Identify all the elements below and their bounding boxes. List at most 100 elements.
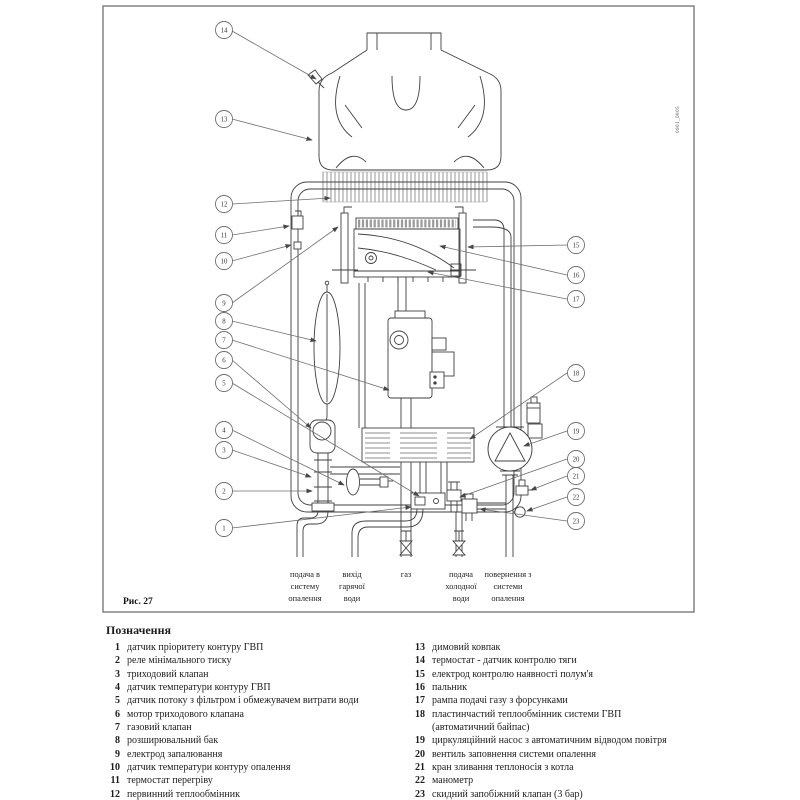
figure-frame xyxy=(102,5,695,613)
pipe-label-gas: газ xyxy=(401,570,412,579)
overheat-thermostat xyxy=(291,215,304,230)
boiler-linework xyxy=(290,32,543,557)
three-way-valve-motor xyxy=(309,419,336,454)
manometer xyxy=(514,506,526,518)
svg-text:газ: газ xyxy=(401,570,412,579)
pipe-label-heating-return: повернення з системи опалення xyxy=(485,570,533,603)
callout-12: 12 xyxy=(215,195,233,213)
callout-21: 21 xyxy=(567,467,585,485)
burner-assembly xyxy=(332,206,476,284)
cold-water-shutoff-valve xyxy=(452,530,466,556)
svg-text:7: 7 xyxy=(222,338,226,345)
left-downpipe xyxy=(358,283,366,428)
circulation-pump xyxy=(487,396,543,476)
callout-3: 3 xyxy=(215,441,233,459)
svg-text:опалення: опалення xyxy=(288,594,321,603)
drain-cock xyxy=(515,479,533,496)
callout-8: 8 xyxy=(215,312,233,330)
rampa-gas-feed-pipe xyxy=(397,277,407,311)
svg-text:20: 20 xyxy=(573,457,580,464)
callout-23: 23 xyxy=(567,512,585,530)
svg-text:11: 11 xyxy=(221,233,228,240)
svg-text:гарячої: гарячої xyxy=(339,582,366,591)
callout-1: 1 xyxy=(215,519,233,537)
callout-18: 18 xyxy=(567,364,585,382)
svg-text:19: 19 xyxy=(573,429,580,436)
svg-text:12: 12 xyxy=(221,202,228,209)
callout-20: 20 xyxy=(567,450,585,468)
pipe-label-dhw-out: вихід гарячої води xyxy=(339,570,366,603)
plate-heat-exchanger xyxy=(361,427,475,493)
svg-text:вихід: вихід xyxy=(342,570,362,579)
hydraulic-block xyxy=(410,492,446,510)
svg-text:води: води xyxy=(453,594,470,603)
svg-text:9: 9 xyxy=(222,301,226,308)
callout-4: 4 xyxy=(215,421,233,439)
smoke-hood xyxy=(307,49,502,171)
callout-10: 10 xyxy=(215,252,233,270)
three-way-valve-group xyxy=(309,419,400,512)
svg-text:16: 16 xyxy=(573,273,580,280)
callout-9: 9 xyxy=(215,294,233,312)
gas-pipe xyxy=(400,398,412,557)
legend-title: Позначення xyxy=(106,623,172,637)
callout-7: 7 xyxy=(215,331,233,349)
dhw-outlet-pipe xyxy=(351,508,424,557)
svg-text:4: 4 xyxy=(222,428,226,435)
fill-valve xyxy=(446,481,462,512)
svg-text:21: 21 xyxy=(573,474,580,481)
callout-14: 14 xyxy=(215,21,233,39)
figure-caption: Рис. 27 xyxy=(123,597,153,607)
dhw-temp-sensor-probe xyxy=(346,468,360,496)
svg-text:подача в: подача в xyxy=(290,570,320,579)
svg-text:22: 22 xyxy=(573,495,580,502)
draft-sensor-flag xyxy=(307,69,323,85)
pipe-label-cold-in: подача холодної води xyxy=(445,570,477,603)
svg-text:опалення: опалення xyxy=(491,594,524,603)
heating-supply-pipe xyxy=(296,510,329,557)
svg-text:18: 18 xyxy=(573,371,580,378)
svg-text:23: 23 xyxy=(573,519,580,526)
figure-code: 0901_0805 xyxy=(675,106,681,133)
svg-text:14: 14 xyxy=(221,28,228,35)
callout-16: 16 xyxy=(567,266,585,284)
svg-text:17: 17 xyxy=(573,297,580,304)
svg-text:води: води xyxy=(344,594,361,603)
callout-2: 2 xyxy=(215,482,233,500)
svg-text:13: 13 xyxy=(221,117,228,124)
heating-temp-sensor xyxy=(293,241,302,250)
ignition-electrode xyxy=(340,212,349,284)
expansion-tank xyxy=(311,280,341,424)
leader-lines xyxy=(231,30,568,529)
cold-water-pipe xyxy=(455,512,463,557)
svg-text:повернення з: повернення з xyxy=(485,570,533,579)
callout-19: 19 xyxy=(567,422,585,440)
callout-5: 5 xyxy=(215,374,233,392)
air-vent xyxy=(526,402,541,424)
svg-text:6: 6 xyxy=(222,358,226,365)
primary-heat-exchanger-fins xyxy=(322,171,488,203)
